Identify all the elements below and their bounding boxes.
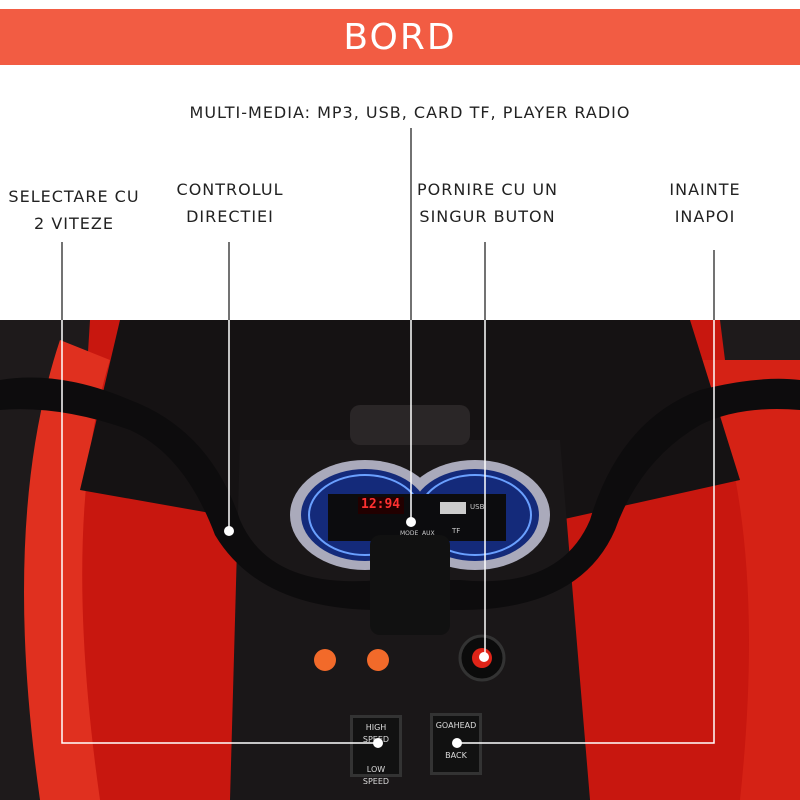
label-steering: CONTROLUL DIRECTIEI — [160, 176, 300, 230]
label-start: PORNIRE CU UN SINGUR BUTON — [405, 176, 570, 230]
callout-dot-start — [479, 652, 489, 662]
label-direction-line: INAINTE — [669, 180, 741, 199]
callout-dot-direction — [452, 738, 462, 748]
header-title: BORD — [343, 16, 457, 58]
mode-button[interactable]: MODE — [400, 530, 419, 537]
ride-on-quad-illustration — [0, 320, 800, 800]
label-speed: SELECTARE CU 2 VITEZE — [4, 183, 144, 237]
callout-dot-speed — [373, 738, 383, 748]
callout-dot-multimedia — [406, 517, 416, 527]
label-direction-line: INAPOI — [674, 207, 736, 226]
label-speed-line: 2 VITEZE — [34, 214, 114, 233]
speed-switch-low: LOW SPEED — [362, 765, 390, 786]
label-start-line: SINGUR BUTON — [419, 207, 556, 226]
label-steering-line: CONTROLUL — [176, 180, 284, 199]
direction-switch-forward: GOAHEAD — [435, 721, 477, 730]
label-steering-line: DIRECTIEI — [186, 207, 274, 226]
label-direction: INAINTE INAPOI — [650, 176, 760, 230]
direction-switch[interactable]: GOAHEAD BACK — [430, 713, 482, 775]
mp3-display: 12:94 — [361, 497, 401, 512]
tf-slot-label: TF — [452, 527, 461, 535]
usb-port-label: USB — [470, 503, 485, 511]
label-start-line: PORNIRE CU UN — [416, 180, 558, 199]
label-speed-line: SELECTARE CU — [8, 187, 140, 206]
aux-label: AUX — [422, 530, 435, 537]
label-multimedia: MULTI-MEDIA: MP3, USB, CARD TF, PLAYER R… — [189, 103, 631, 122]
header-banner: BORD — [0, 9, 800, 65]
callout-dot-steering — [224, 526, 234, 536]
direction-switch-back: BACK — [445, 751, 467, 760]
